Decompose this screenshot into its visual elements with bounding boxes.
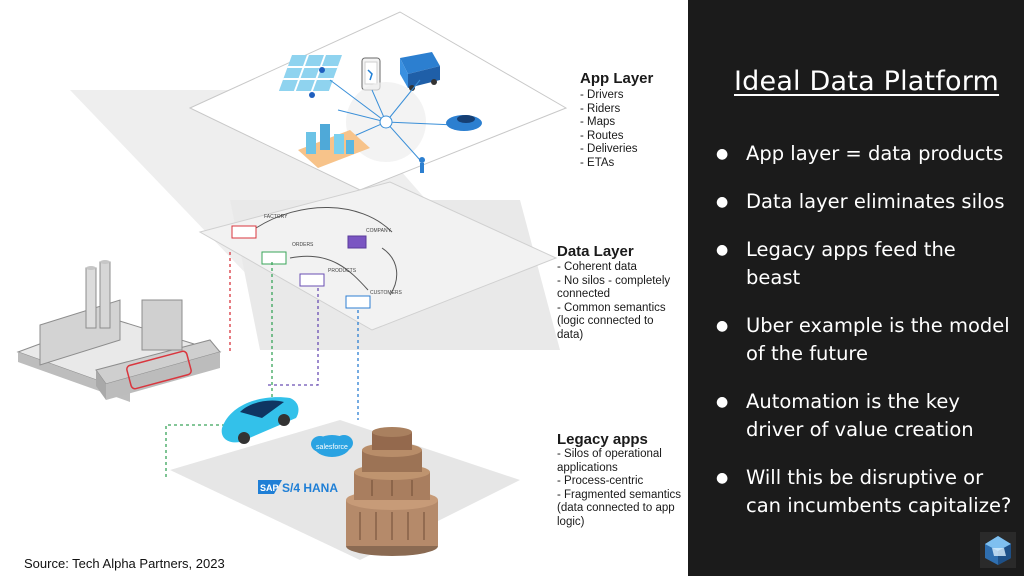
bullet-item: Automation is the key driver of value cr… [712, 388, 1012, 444]
person-icon [419, 157, 425, 173]
legacy-apps-item: Silos of operational applications [557, 448, 681, 475]
app-layer-title: App Layer [580, 70, 654, 87]
bullet-item: Will this be disruptive or can incumbent… [712, 464, 1012, 520]
bullet-item: Uber example is the model of the future [712, 312, 1012, 368]
app-layer-item: Deliveries [580, 143, 680, 157]
node-orders: ORDERS [261, 242, 314, 265]
app-layer-item: ETAs [580, 157, 680, 171]
data-layer-item: No silos - completely connected [557, 275, 679, 302]
node-products: PRODUCTS [299, 268, 357, 287]
connectors [165, 252, 359, 478]
platform-diagram: FACTORY ORDERS COMPANY PRODUCTS CUSTOMER… [16, 11, 568, 560]
tower-icon [346, 427, 438, 556]
factory-icon [16, 260, 222, 402]
data-layer-graphics: FACTORY ORDERS COMPANY PRODUCTS CUSTOMER… [231, 207, 403, 309]
app-layer-graphics [278, 52, 482, 173]
legacy-apps-item: Process-centric [557, 475, 681, 489]
node-customers: CUSTOMERS [345, 290, 403, 309]
bullet-item: Data layer eliminates silos [712, 188, 1012, 216]
app-layer-item: Riders [580, 103, 680, 117]
node-label: COMPANY [366, 228, 392, 234]
data-layer-list: Coherent data No silos - completely conn… [557, 261, 679, 342]
car-icon [221, 397, 299, 444]
slide-title: Ideal Data Platform [734, 66, 1000, 97]
city-icon [298, 124, 370, 168]
sap-logo: SAP S/4 HANA [258, 480, 338, 495]
app-layer-item: Drivers [580, 89, 680, 103]
logo-icon [980, 532, 1016, 568]
data-layer-title: Data Layer [557, 243, 634, 260]
node-label: PRODUCTS [328, 268, 357, 274]
legacy-apps-item: Fragmented semantics (data connected to … [557, 489, 681, 530]
node-factory: FACTORY [231, 214, 288, 239]
map-icon [278, 55, 342, 91]
text-panel: Ideal Data Platform App layer = data pro… [688, 0, 1024, 576]
source-caption: Source: Tech Alpha Partners, 2023 [24, 556, 225, 571]
node-label: CUSTOMERS [370, 290, 403, 296]
app-layer-list: Drivers Riders Maps Routes Deliveries ET… [580, 89, 680, 170]
diagram-panel: FACTORY ORDERS COMPANY PRODUCTS CUSTOMER… [0, 0, 688, 576]
car-icon [446, 115, 482, 131]
legacy-apps-title: Legacy apps [557, 431, 648, 448]
svg-text:SAP: SAP [260, 483, 279, 493]
bullet-item: Legacy apps feed the beast [712, 236, 1012, 292]
bullet-list: App layer = data products Data layer eli… [712, 140, 1012, 540]
data-layer-plane [198, 181, 558, 331]
app-layer-item: Maps [580, 116, 680, 130]
salesforce-logo: salesforce [311, 435, 353, 457]
truck-icon [400, 52, 440, 91]
data-layer-item: Common semantics (logic connected to dat… [557, 302, 679, 343]
svg-text:salesforce: salesforce [316, 444, 348, 451]
shadow-plane [170, 420, 520, 560]
app-layer-item: Routes [580, 130, 680, 144]
node-label: ORDERS [292, 242, 314, 248]
svg-text:S/4 HANA: S/4 HANA [282, 481, 338, 495]
node-label: FACTORY [264, 214, 288, 220]
legacy-apps-list: Silos of operational applications Proces… [557, 448, 681, 529]
bullet-item: App layer = data products [712, 140, 1012, 168]
data-layer-item: Coherent data [557, 261, 679, 275]
node-company: COMPANY [347, 228, 392, 249]
